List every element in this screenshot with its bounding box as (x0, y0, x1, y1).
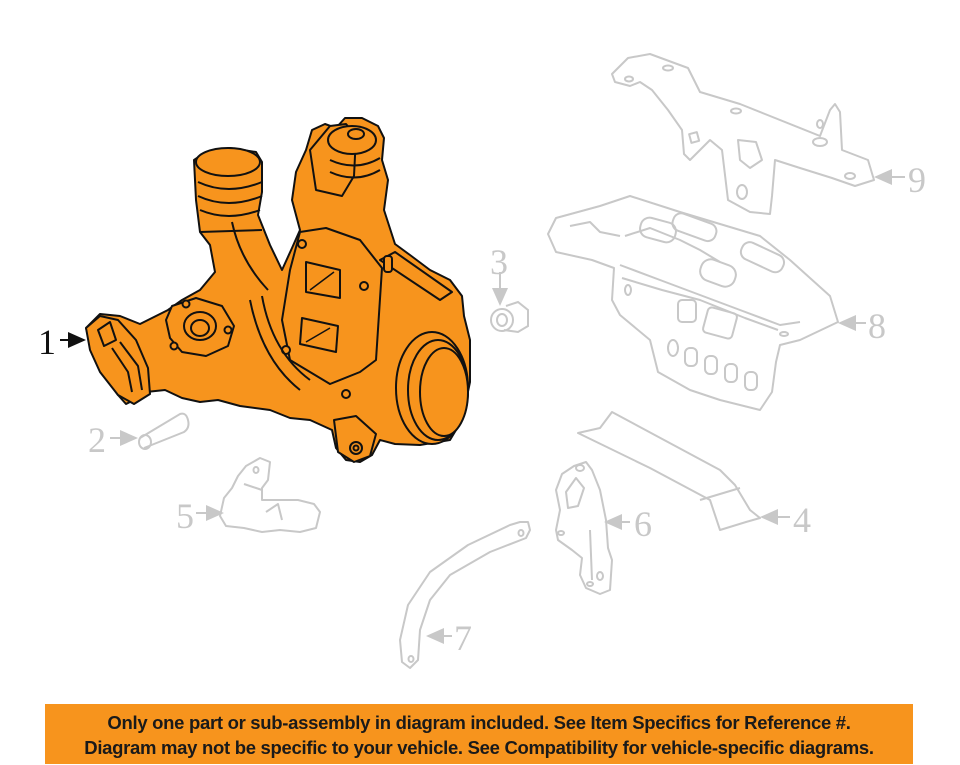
part-2-dowel-pin (138, 412, 190, 450)
part-6-support-bracket (555, 461, 613, 595)
callout-4-label[interactable]: 4 (793, 500, 811, 540)
part-8-manifold-heat-shield (547, 195, 839, 411)
callout-1-label[interactable]: 1 (38, 322, 56, 362)
disclaimer-banner: Only one part or sub-assembly in diagram… (45, 704, 913, 764)
callout-9-label[interactable]: 9 (908, 160, 926, 200)
callout-3-label[interactable]: 3 (490, 242, 508, 282)
part-9-mounting-bracket (611, 53, 875, 215)
callout-6-label[interactable]: 6 (634, 504, 652, 544)
disclaimer-line-1: Only one part or sub-assembly in diagram… (107, 712, 851, 733)
part-1-turbocharger[interactable] (85, 117, 471, 463)
callout-2-label[interactable]: 2 (88, 420, 106, 460)
part-4-heat-shield (577, 411, 761, 531)
part-3-nut (490, 300, 529, 334)
disclaimer-line-2: Diagram may not be specific to your vehi… (84, 737, 874, 758)
callout-8-label[interactable]: 8 (868, 306, 886, 346)
callout-7-label[interactable]: 7 (454, 618, 472, 658)
parts-diagram (60, 53, 905, 669)
part-5-bracket (219, 457, 321, 533)
callout-5-label[interactable]: 5 (176, 496, 194, 536)
part-7-support-arm (399, 521, 531, 669)
